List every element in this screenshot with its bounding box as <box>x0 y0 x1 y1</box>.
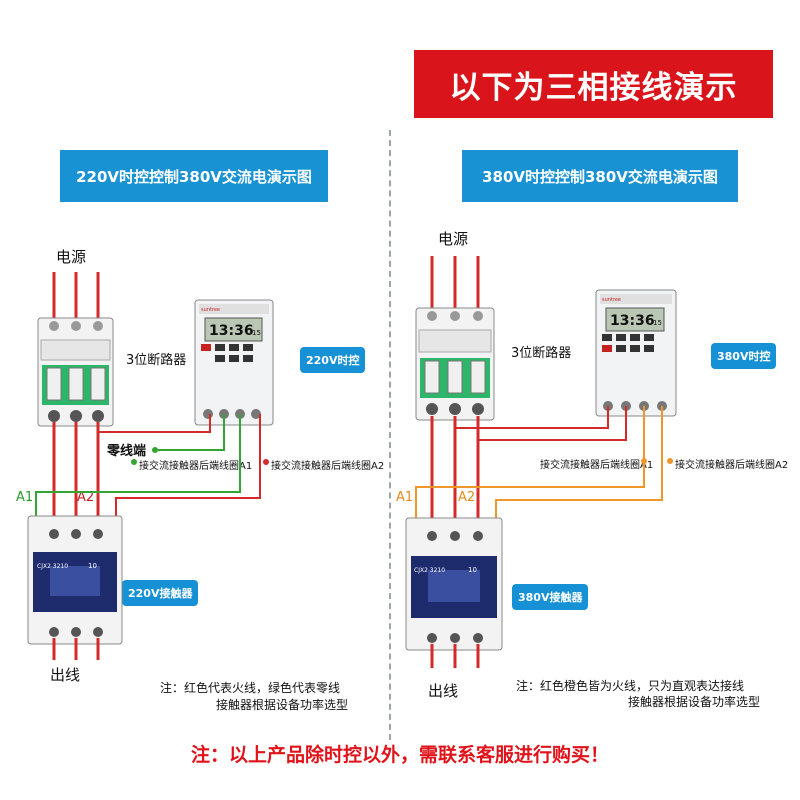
left-contactor-tag: 220V接触器 <box>122 580 199 606</box>
right-note-line1: 注：红色橙色皆为火线，只为直观表达接线 <box>516 679 745 693</box>
right-panel-header: 380V时控控制380V交流电演示图 <box>462 150 738 202</box>
right-wire-timer-live2 <box>478 406 627 441</box>
left-wiring-diagram: suntree 13:36 15 CJX2 3210 10 <box>27 272 274 660</box>
right-wire-timer-live1 <box>455 406 609 429</box>
right-timer-display: 13:36 <box>610 313 655 329</box>
left-breaker <box>37 317 114 427</box>
left-breaker-label: 3位断路器 <box>126 353 187 368</box>
right-a1-dot <box>641 458 647 464</box>
right-a2-dot <box>667 458 673 464</box>
panel-divider <box>389 130 391 740</box>
left-contactor-no: 10 <box>88 562 97 570</box>
left-a1-note: 接交流接触器后端线圈A1 <box>139 461 253 472</box>
right-a2-label: A2 <box>458 490 476 505</box>
left-timer-seconds: 15 <box>252 329 261 337</box>
right-contactor-no: 10 <box>468 566 477 574</box>
right-note-line2: 接触器根据设备功率选型 <box>628 695 761 709</box>
right-wire-a2 <box>495 406 663 522</box>
right-wire-a1 <box>415 406 645 522</box>
right-contactor <box>405 517 503 651</box>
right-breaker <box>415 307 495 421</box>
left-timer-tag: 220V时控 <box>300 347 366 373</box>
left-note-line2: 接触器根据设备功率选型 <box>216 698 349 712</box>
left-wire-a2 <box>115 414 261 520</box>
left-output-label: 出线 <box>50 666 81 684</box>
left-a2-dot <box>263 459 269 465</box>
right-output-label: 出线 <box>428 682 459 700</box>
left-contactor <box>27 515 123 645</box>
left-wire-a1 <box>35 414 241 520</box>
left-a2-label: A2 <box>77 490 95 505</box>
right-timer-tag: 380V时控 <box>711 343 777 369</box>
left-wire-neutral <box>155 414 225 451</box>
left-note-line1: 注：红色代表火线，绿色代表零线 <box>160 681 341 695</box>
left-a2-note: 接交流接触器后端线圈A2 <box>271 461 385 472</box>
left-wire-timer-live <box>98 414 211 433</box>
right-breaker-label: 3位断路器 <box>511 346 572 361</box>
right-timer-seconds: 15 <box>653 319 662 327</box>
footer-note: 注：以上产品除时控以外，需联系客服进行购买！ <box>190 744 609 766</box>
left-neutral-dot <box>152 447 158 453</box>
left-a1-label: A1 <box>16 490 34 505</box>
left-neutral-label: 零线端 <box>107 444 147 459</box>
left-timer <box>194 299 274 426</box>
left-panel-header: 220V时控控制380V交流电演示图 <box>60 150 328 202</box>
right-timer <box>595 289 677 417</box>
right-contactor-model: CJX2 3210 <box>414 567 445 574</box>
left-power-label: 电源 <box>56 248 87 266</box>
left-a1-dot <box>131 459 137 465</box>
right-timer-brand: suntree <box>602 297 621 303</box>
right-a1-note: 接交流接触器后端线圈A1 <box>540 460 654 471</box>
right-a1-label: A1 <box>396 490 414 505</box>
right-wiring-diagram: suntree 13:36 15 CJX2 3210 10 <box>405 256 677 668</box>
left-contactor-model: CJX2 3210 <box>37 563 68 570</box>
left-timer-display: 13:36 <box>209 323 254 339</box>
right-contactor-tag: 380V接触器 <box>512 584 589 610</box>
title-banner: 以下为三相接线演示 <box>414 50 773 118</box>
left-timer-brand: suntree <box>201 307 220 313</box>
right-power-label: 电源 <box>438 230 469 248</box>
right-a2-note: 接交流接触器后端线圈A2 <box>675 460 789 471</box>
